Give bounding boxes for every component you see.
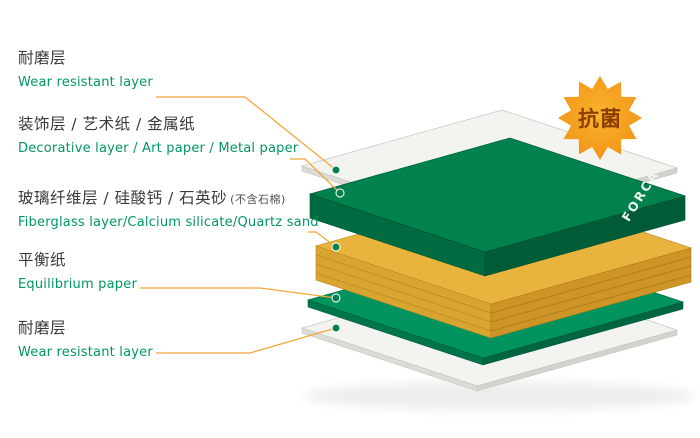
- label-equilibrium: 平衡纸 Equilibrium paper: [18, 248, 137, 292]
- leader-line-core: [308, 231, 337, 248]
- stack-shadow: [305, 382, 695, 410]
- label-core: 玻璃纤维层 / 硅酸钙 / 石英砂(不含石棉) Fiberglass layer…: [18, 186, 319, 230]
- label-wear-bottom: 耐磨层 Wear resistant layer: [18, 316, 153, 360]
- label-core-zh: 玻璃纤维层 / 硅酸钙 / 石英砂(不含石棉): [18, 186, 319, 208]
- leader-dot-wear-top: [331, 165, 341, 175]
- label-wear-top-en: Wear resistant layer: [18, 75, 153, 90]
- label-wear-bottom-en: Wear resistant layer: [18, 345, 153, 360]
- label-wear-top-zh: 耐磨层: [18, 49, 67, 67]
- leader-line-wear-top: [156, 96, 337, 171]
- label-wear-top: 耐磨层 Wear resistant layer: [18, 46, 153, 90]
- leader-dot-core: [331, 242, 341, 252]
- label-decorative: 装饰层 / 艺术纸 / 金属纸 Decorative layer / Art p…: [18, 112, 298, 156]
- leader-line-wear-bottom: [156, 327, 337, 354]
- antibacterial-badge-text: 抗菌: [578, 107, 622, 131]
- antibacterial-badge: 抗菌: [558, 76, 642, 160]
- core-lamination-lines-left: [315, 254, 492, 332]
- leader-line-equilibrium: [140, 287, 337, 299]
- leader-dot-decorative: [335, 188, 345, 198]
- label-core-zh-main: 玻璃纤维层 / 硅酸钙 / 石英砂: [18, 189, 228, 207]
- label-core-en: Fiberglass layer/Calcium silicate/Quartz…: [18, 215, 319, 230]
- label-equilibrium-zh: 平衡纸: [18, 251, 67, 269]
- label-wear-bottom-zh: 耐磨层: [18, 319, 67, 337]
- starburst-icon: [558, 76, 642, 160]
- leader-dot-wear-bottom: [331, 323, 341, 333]
- core-lamination-lines-right: [490, 256, 692, 332]
- label-equilibrium-en: Equilibrium paper: [18, 277, 137, 292]
- label-decorative-en: Decorative layer / Art paper / Metal pap…: [18, 141, 299, 156]
- leader-line-decorative: [290, 158, 341, 194]
- label-core-zh-note: (不含石棉): [230, 193, 286, 206]
- leader-dot-equilibrium: [331, 293, 341, 303]
- label-decorative-zh: 装饰层 / 艺术纸 / 金属纸: [18, 115, 196, 133]
